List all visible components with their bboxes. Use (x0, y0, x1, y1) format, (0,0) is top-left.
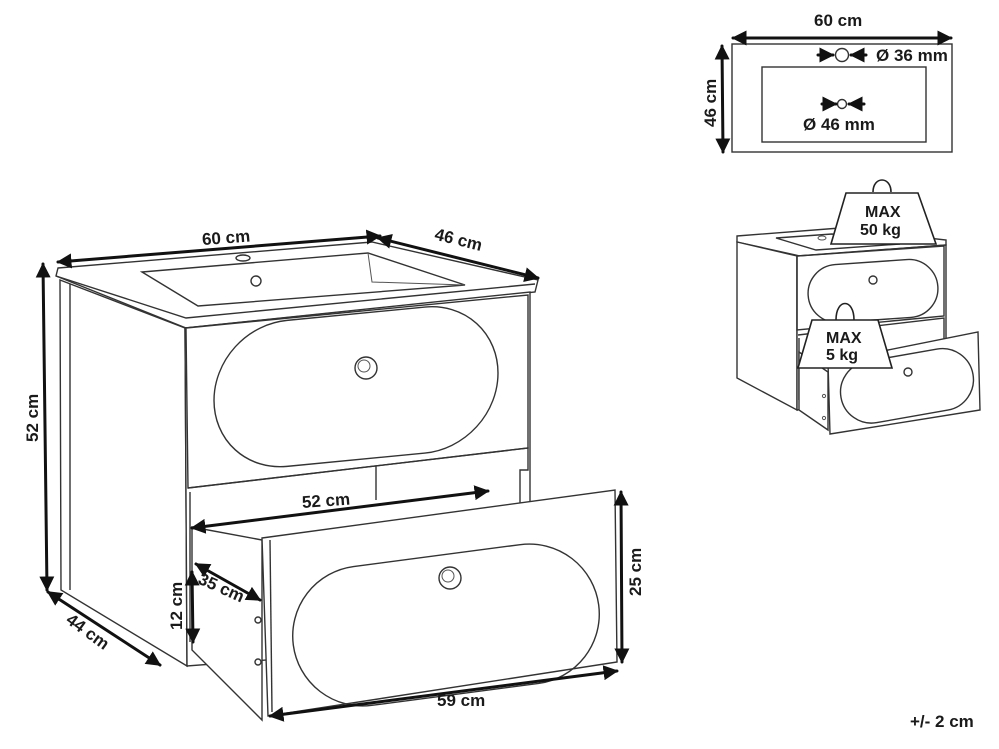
dim-label-drawer-inner-width: 52 cm (301, 490, 350, 512)
weight-50kg-line1: MAX (865, 204, 901, 221)
dim-label-height: 52 cm (23, 394, 42, 442)
top-view-label-depth: 46 cm (701, 79, 720, 127)
top-view-label-width: 60 cm (814, 11, 862, 30)
top-view-label-tap-hole: Ø 36 mm (876, 46, 948, 65)
load-view: MAX 50 kg MAX 5 kg (736, 179, 981, 435)
dim-label-depth-top: 46 cm (433, 225, 484, 255)
tolerance-note: +/- 2 cm (910, 712, 974, 731)
top-drawer-panel (213, 306, 499, 468)
dim-label-width-top: 60 cm (201, 226, 251, 249)
top-view-label-drain-hole: Ø 46 mm (803, 115, 875, 134)
main-cabinet-view: 60 cm 46 cm 52 cm 44 cm 52 cm 35 cm 12 c… (23, 225, 645, 722)
dim-arrow-drawer-inner-width (190, 485, 490, 534)
drain-hole (250, 275, 262, 287)
bottom-drawer-side (191, 526, 263, 722)
basin-top-front-edge (55, 275, 536, 319)
dim-label-drawer-inner-height: 12 cm (167, 582, 186, 630)
dim-label-drawer-front-width: 59 cm (437, 691, 485, 710)
dim-arrow-drawer-inner-height (184, 570, 201, 644)
dim-arrow-drawer-front-height (613, 490, 630, 664)
weight-5kg-line1: MAX (826, 330, 862, 347)
top-view-tap-hole (834, 47, 850, 63)
top-view: 60 cm 46 cm Ø 36 mm Ø 46 mm (701, 11, 953, 154)
dim-arrow-height (35, 262, 55, 592)
top-view-basin (761, 66, 927, 143)
mini-cabinet-side (736, 241, 798, 412)
top-drawer-knob (354, 356, 378, 380)
weight-5kg-line2: 5 kg (826, 347, 858, 364)
dim-arrow-depth-top (376, 233, 540, 283)
bottom-drawer-knob (438, 566, 462, 590)
dim-arrow-width-top (56, 229, 382, 269)
dim-label-drawer-front-height: 25 cm (626, 548, 645, 596)
mini-top-drawer (796, 245, 945, 331)
dim-arrow-depth-bottom (46, 590, 162, 667)
weight-5kg-icon (796, 302, 894, 369)
dim-arrow-drawer-inner-depth (194, 562, 262, 602)
weight-50kg-icon (829, 179, 938, 245)
dim-arrow-drawer-front-width (268, 665, 619, 722)
weight-50kg-line2: 50 kg (860, 222, 901, 239)
top-view-dim-arrow-depth (714, 44, 731, 154)
